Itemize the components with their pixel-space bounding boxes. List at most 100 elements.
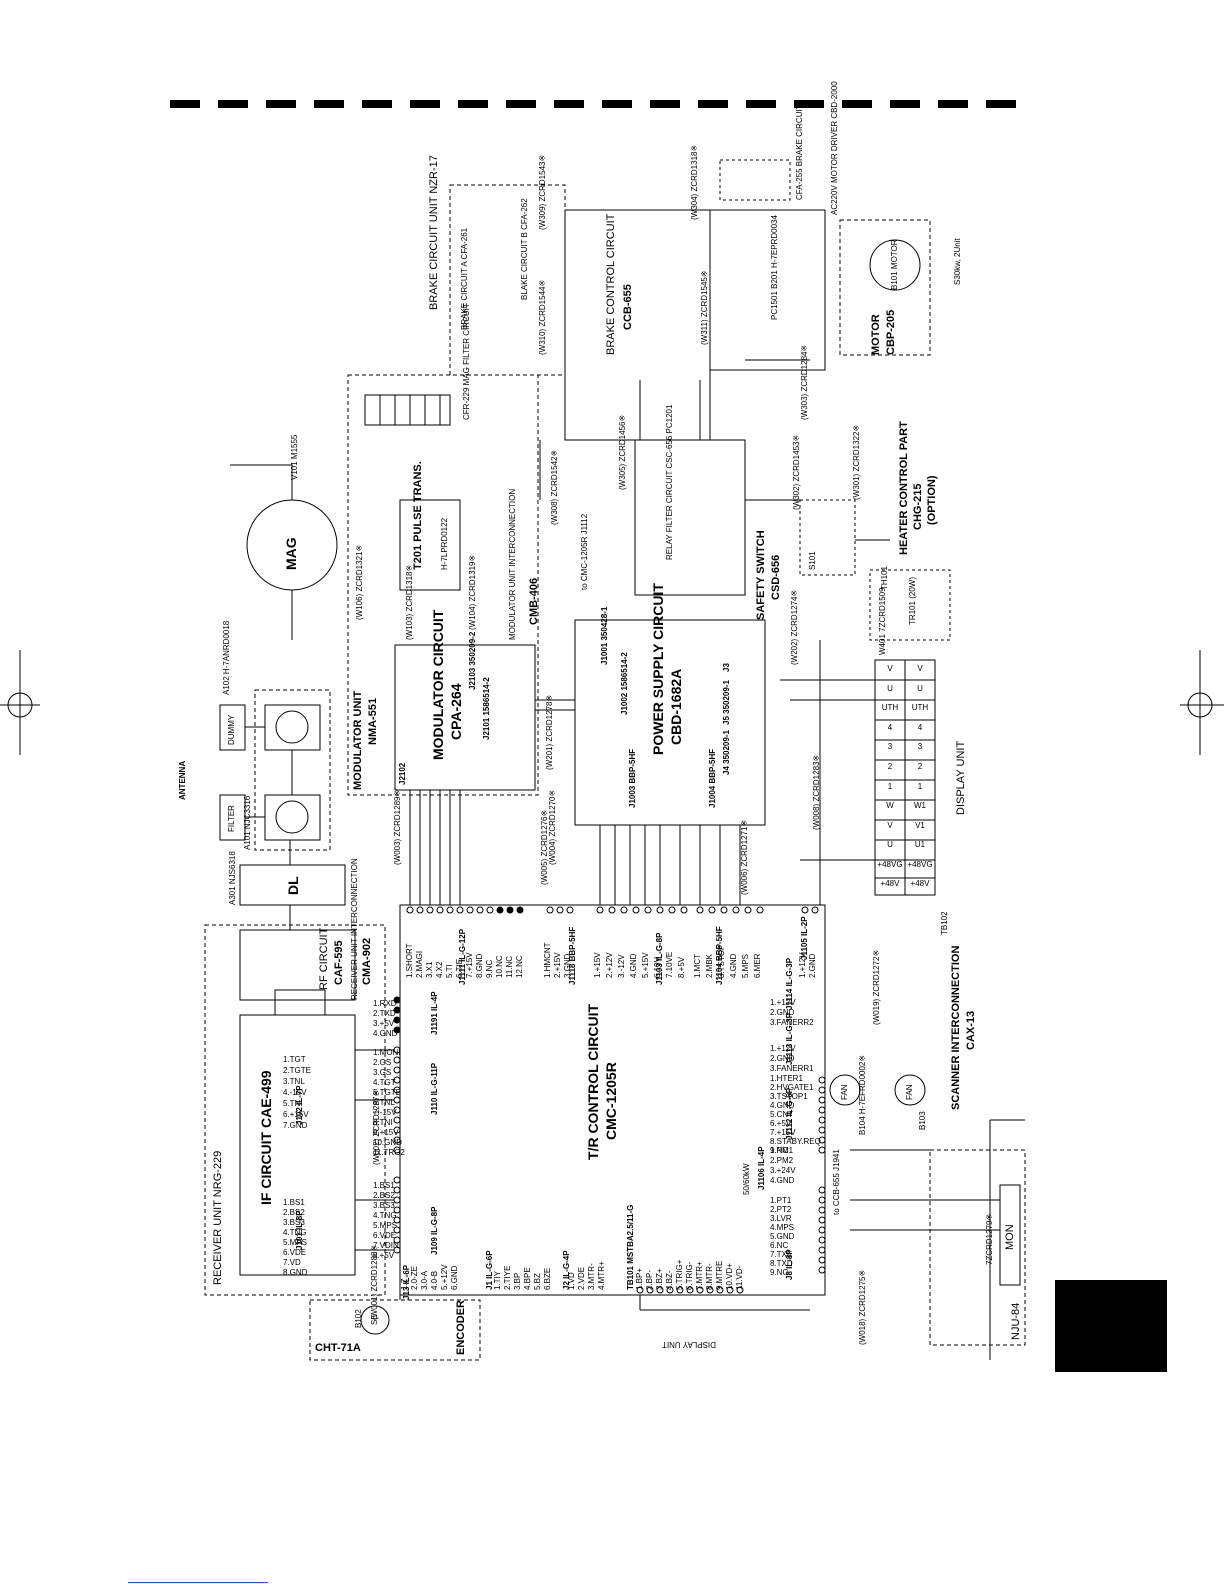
connector-j1004: J1004 BBP-5HF <box>708 748 717 808</box>
b103-label: B103 <box>918 1111 927 1130</box>
pin-j2: 4.MTR+ <box>597 1261 606 1290</box>
modulator-circuit-box <box>394 644 536 791</box>
connector-j2103: J2103 350209-2 <box>468 631 477 690</box>
modulator-unit-outline <box>347 374 539 796</box>
pin-j109: 1.BS1 <box>373 1181 395 1190</box>
pin-j102: 7.GND <box>283 1121 308 1130</box>
heater-option: (OPTION) <box>926 475 938 526</box>
pin-j1112: 7.+15V <box>770 1128 796 1137</box>
display-terminal-label: U <box>917 683 923 693</box>
pin-j101: 6.VDE <box>283 1248 307 1257</box>
pin-j110: 10.GND <box>373 1138 402 1147</box>
pin-j1113: 1.+12V <box>770 1044 796 1053</box>
motor-circle <box>869 239 921 291</box>
pin-j8: 4.MPS <box>770 1223 795 1232</box>
pin-j1191: 4.GND <box>373 1029 398 1038</box>
a101-label: A101 NJC3316 <box>243 795 252 850</box>
pin-j1112: 3.TSTOP1 <box>770 1092 808 1101</box>
display-terminal-label: 2 <box>887 761 893 771</box>
pin-j1111: 6.TIE <box>455 958 464 978</box>
pin-j1104: 5.MPS <box>741 953 750 978</box>
power-supply-label: POWER SUPPLY CIRCUIT <box>650 583 666 755</box>
cable-w308: (W308) ZCRD1542※ <box>550 449 559 525</box>
fan-2-label: FAN <box>905 1084 914 1100</box>
connector-j110: J110 IL-G-11P <box>430 1062 439 1115</box>
pin-j1104: 6.MER <box>753 953 762 978</box>
pin-j1111: 1.SHORT <box>405 943 414 978</box>
display-terminal-label: 2 <box>917 761 923 771</box>
pin-j109: 2.BS2 <box>373 1191 395 1200</box>
pin-j110: 1.MONI <box>373 1048 401 1057</box>
rf-circuit-label: RF CIRCUIT <box>318 927 330 990</box>
display-terminal-label: V <box>887 664 893 673</box>
pin-j1111: 12.NC <box>515 955 524 978</box>
cable-w301: (W301) ZCRD1322※ <box>852 424 861 500</box>
motor-outline <box>839 219 931 356</box>
pin-tb101: 5.TRIG+ <box>675 1259 684 1290</box>
brake-control-code: CCB-655 <box>622 284 634 330</box>
pin-j102: 6.+15V <box>283 1110 309 1119</box>
pin-j109: 5.MPS <box>373 1221 398 1230</box>
filter-label: FILTER <box>227 805 236 832</box>
bottom-link-underline <box>128 1582 268 1583</box>
pin-j1103: 1.+15V <box>593 952 602 978</box>
motor-ref: B101 MOTOR <box>890 239 899 290</box>
pin-j1111: 7.+15V <box>465 952 474 978</box>
brake-control-label: BRAKE CONTROL CIRCUIT <box>605 213 617 355</box>
pin-j1103: 4.GND <box>629 953 638 978</box>
display-terminal-label: V1 <box>915 820 925 830</box>
tr101-label: TR101 (20W) <box>908 576 917 625</box>
mon-outline <box>929 1149 1026 1346</box>
mag-label: MAG <box>283 537 299 570</box>
display-unit-label: DISPLAY UNIT <box>955 740 967 815</box>
dl-box <box>239 864 346 906</box>
pin-j1111: 8.GND <box>475 953 484 978</box>
pin-j1106: 4.GND <box>770 1176 795 1185</box>
pin-j110: 8.TNI <box>373 1118 393 1127</box>
pin-j8: 7.TXE <box>770 1250 793 1259</box>
cable-w103: (W103) ZCRD1318※ <box>405 564 414 640</box>
pin-j1106: 3.+24V <box>770 1166 796 1175</box>
display-terminal-label: 3 <box>917 742 923 752</box>
fan-2 <box>894 1074 926 1106</box>
pin-j1113: 2.GND <box>770 1054 795 1063</box>
pin-j8: 3.LVR <box>770 1214 792 1223</box>
pulse-trans-code: H-7LPRD0122 <box>440 517 449 570</box>
pin-tb101: 10.VD+ <box>725 1263 734 1290</box>
cable-w201: (W201) ZCRD1278※ <box>545 694 554 770</box>
connector-j3: J3 <box>722 663 731 672</box>
pin-j1112: 1.HTER1 <box>770 1074 803 1083</box>
encoder-code: CHT-71A <box>315 1342 361 1354</box>
tr-control-label: T/R CONTROL CIRCUIT <box>585 1003 601 1160</box>
pin-j110: 7.-15V <box>373 1108 397 1117</box>
mon-label: MON <box>1004 1224 1016 1250</box>
scanner-interconnection-code: CAX-13 <box>965 1010 977 1050</box>
pin-j13: 2.0-ZE <box>410 1265 419 1290</box>
connector-j5: J5 350209-1 <box>722 680 731 725</box>
modulator-interconnection-code: CMB-406 <box>528 577 540 625</box>
encoder-label: ENCODER <box>455 1299 467 1355</box>
pin-tb101: 8.MTR- <box>705 1263 714 1290</box>
a102-label: A102 H-7ANRD0018 <box>222 620 231 695</box>
pin-j1112: 2.HVGATE1 <box>770 1083 814 1092</box>
connector-j1001: J1001 350428-1 <box>600 606 609 665</box>
registration-mark-left <box>0 650 40 755</box>
pin-j1118: 3.GND <box>563 953 572 978</box>
pin-j1106: 1.PM1 <box>770 1146 794 1155</box>
pin-j1105: 1.+12V <box>798 952 807 978</box>
pin-j109: 7.VDIN <box>373 1241 399 1250</box>
pin-j110: 2.GS <box>373 1058 392 1067</box>
pin-j110: 3.GS <box>373 1068 392 1077</box>
pulse-trans-label: T201 PULSE TRANS. <box>412 461 424 570</box>
pin-j1111: 11.NC <box>505 955 514 978</box>
display-terminal-label: 4 <box>917 722 923 732</box>
brake-b-label: BLAKE CIRCUIT B CFA-262 <box>520 198 529 300</box>
pin-j102: 1.TGT <box>283 1055 306 1064</box>
pin-j110: 9.+15V <box>373 1128 399 1137</box>
pin-j1105: 2.GND <box>808 953 817 978</box>
pin-j109: 6.VDE <box>373 1231 397 1240</box>
pin-j1: 6.BZE <box>543 1267 552 1290</box>
receiver-interconnection-label: RECEIVER UNIT INTERCONNECTION <box>350 858 359 1000</box>
pin-j110: 6.TNL <box>373 1098 395 1107</box>
